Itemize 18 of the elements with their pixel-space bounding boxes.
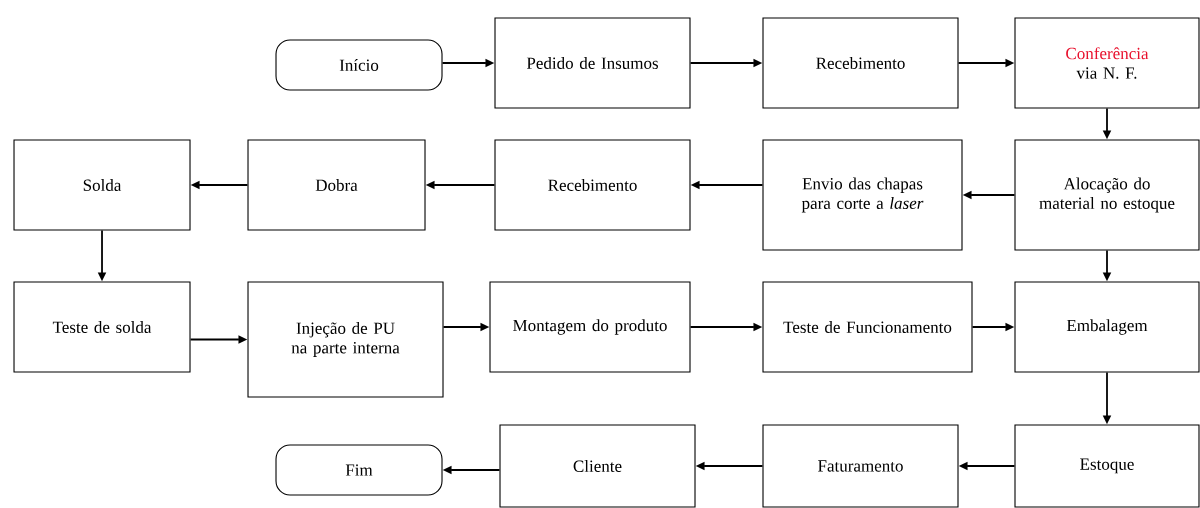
terminal-box: Início bbox=[275, 39, 443, 91]
process-box: Recebimento bbox=[762, 17, 959, 109]
process-box: Envio das chapas para corte a laser bbox=[762, 139, 963, 251]
process-box: Teste de Funcionamento bbox=[762, 281, 973, 373]
process-box: Conferência via N. F. bbox=[1014, 17, 1200, 109]
process-box: Embalagem bbox=[1014, 281, 1200, 373]
process-box: Dobra bbox=[247, 139, 426, 231]
process-box: Solda bbox=[13, 139, 191, 231]
process-box: Alocação do material no estoque bbox=[1014, 139, 1200, 251]
terminal-box: Fim bbox=[275, 444, 443, 496]
process-box: Injeção de PU na parte interna bbox=[247, 281, 444, 398]
process-box: Estoque bbox=[1014, 424, 1200, 508]
process-box: Teste de solda bbox=[13, 281, 191, 373]
process-box: Pedido de Insumos bbox=[494, 17, 691, 109]
process-box: Faturamento bbox=[762, 424, 959, 508]
process-box: Cliente bbox=[499, 424, 696, 508]
process-box: Recebimento bbox=[494, 139, 691, 231]
process-box: Montagem do produto bbox=[489, 281, 691, 373]
